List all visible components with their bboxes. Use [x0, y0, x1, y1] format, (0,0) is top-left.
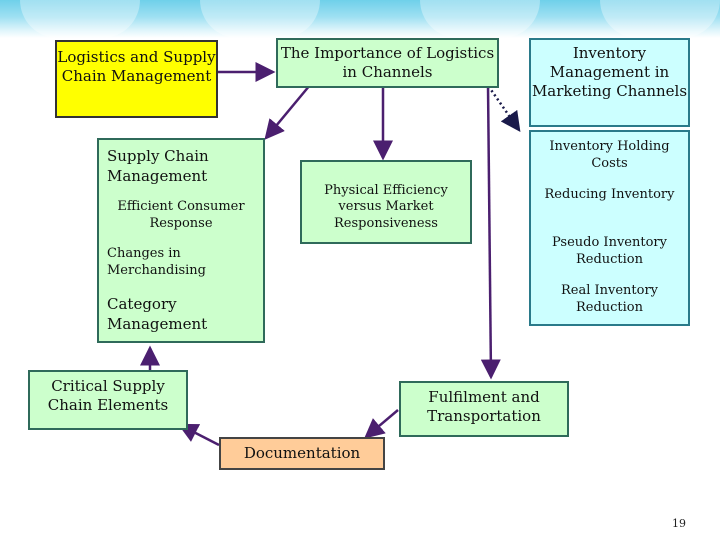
- critical-elements-label: Critical Supply Chain Elements: [47, 377, 169, 414]
- logistics-scm-box: Logistics and Supply Chain Management: [55, 40, 218, 118]
- header-wave-decoration: [200, 0, 320, 38]
- page-number: 19: [672, 517, 686, 530]
- inventory-mgmt-label: Inventory Management in Marketing Channe…: [531, 44, 688, 100]
- real-inventory-label: Real Inventory Reduction: [560, 283, 659, 315]
- inventory-panel: Inventory Holding Costs Reducing Invento…: [529, 130, 690, 326]
- header-wave-decoration: [600, 0, 720, 38]
- slide-header-band: [0, 0, 720, 38]
- fulfilment-box: Fulfilment and Transportation: [399, 381, 569, 437]
- scm-panel: Supply Chain Management Efficient Consum…: [97, 138, 265, 343]
- pseudo-inventory-label: Pseudo Inventory Reduction: [552, 235, 667, 267]
- importance-box: The Importance of Logistics in Channels: [276, 38, 499, 88]
- arrow-importance-to-fulfilment: [480, 84, 501, 380]
- scm-panel-title: Supply Chain Management: [107, 147, 209, 185]
- documentation-label: Documentation: [243, 444, 361, 462]
- documentation-box: Documentation: [219, 437, 385, 470]
- inventory-mgmt-box: Inventory Management in Marketing Channe…: [529, 38, 690, 127]
- arrow-importance-to-scm: [264, 84, 311, 140]
- critical-elements-box: Critical Supply Chain Elements: [28, 370, 188, 430]
- header-wave-decoration: [20, 0, 140, 38]
- inventory-holding-label: Inventory Holding Costs: [549, 139, 670, 171]
- arrow-fulfilment-to-documentation: [364, 409, 399, 439]
- scm-merch-label: Changes in Merchandising: [107, 246, 206, 278]
- fulfilment-label: Fulfilment and Transportation: [427, 388, 541, 425]
- importance-label: The Importance of Logistics in Channels: [280, 44, 495, 81]
- logistics-scm-label: Logistics and Supply Chain Management: [57, 48, 216, 85]
- physical-efficiency-box: Physical Efficiency versus Market Respon…: [300, 160, 472, 244]
- physical-efficiency-label: Physical Efficiency versus Market Respon…: [324, 183, 448, 231]
- header-wave-decoration: [420, 0, 540, 38]
- scm-category-label: Category Management: [107, 295, 208, 333]
- reducing-inventory-label: Reducing Inventory: [544, 187, 675, 202]
- scm-ecr-label: Efficient Consumer Response: [117, 199, 245, 231]
